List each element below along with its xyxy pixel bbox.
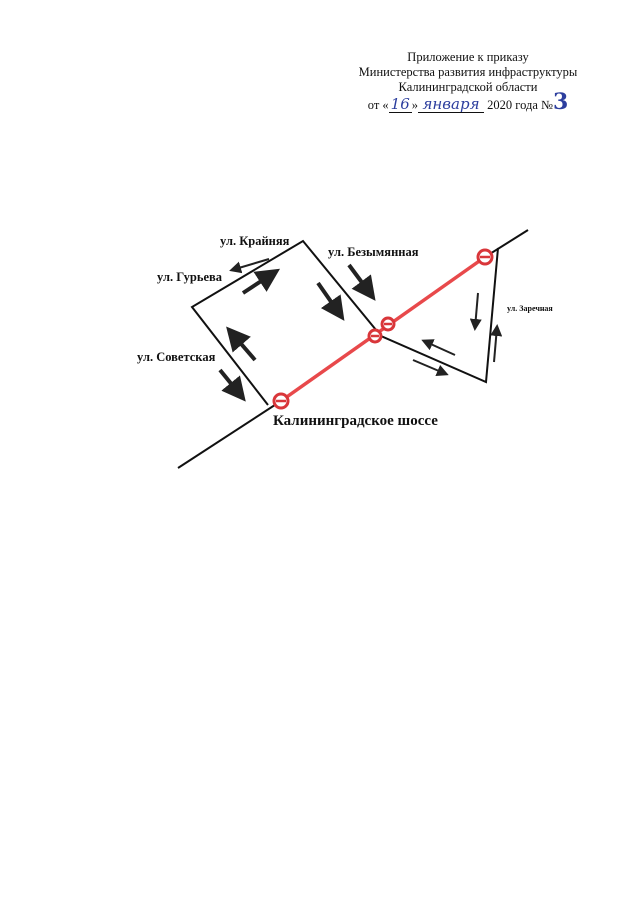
direction-arrow-icon: [229, 258, 270, 274]
direction-arrow-icon: [218, 368, 246, 402]
detour-road-right-loop: [380, 247, 499, 384]
annex-title: Приложение к приказу: [407, 50, 529, 64]
ministry-name: Министерства развития инфраструктуры: [358, 65, 578, 79]
street-label-bezymyannaya: ул. Безымянная: [328, 245, 419, 259]
direction-arrow-icon: [226, 326, 257, 362]
direction-arrow-icon: [347, 263, 376, 301]
barrier-icon: [367, 328, 383, 344]
detour-road-left-loop: [190, 239, 382, 406]
street-label-sovetskaya: ул. Советская: [137, 350, 216, 364]
date-mid: »: [411, 98, 419, 112]
street-label-guryeva: ул. Гурьева: [157, 270, 223, 284]
date-day: 16: [390, 95, 410, 113]
barrier-icon: [272, 392, 290, 410]
barrier-icon: [476, 248, 494, 266]
direction-arrow-icon: [412, 359, 449, 377]
direction-arrow-icon: [316, 281, 345, 321]
date-month: января: [422, 95, 480, 113]
street-label-highway: Калининградское шоссе: [273, 413, 438, 429]
order-number: 3: [552, 89, 569, 115]
barrier-icon: [380, 316, 396, 332]
date-prefix: от «: [367, 98, 389, 112]
order-date-line: от «16»января 2020 года №3: [300, 91, 636, 113]
direction-arrow-icon: [241, 268, 281, 295]
street-label-krainyaya: ул. Крайняя: [220, 234, 290, 248]
date-month-field: января: [418, 95, 485, 113]
order-annex-header: Приложение к приказу Министерства развит…: [300, 50, 636, 113]
direction-arrow-icon: [469, 292, 482, 331]
region-name: Калининградской области: [398, 80, 538, 94]
direction-arrow-icon: [421, 339, 456, 356]
date-day-field: 16: [388, 95, 412, 113]
direction-arrow-icon: [490, 324, 503, 363]
date-suffix: 2020 года №: [484, 98, 553, 112]
street-label-zarechnaya: ул. Заречная: [507, 304, 553, 313]
